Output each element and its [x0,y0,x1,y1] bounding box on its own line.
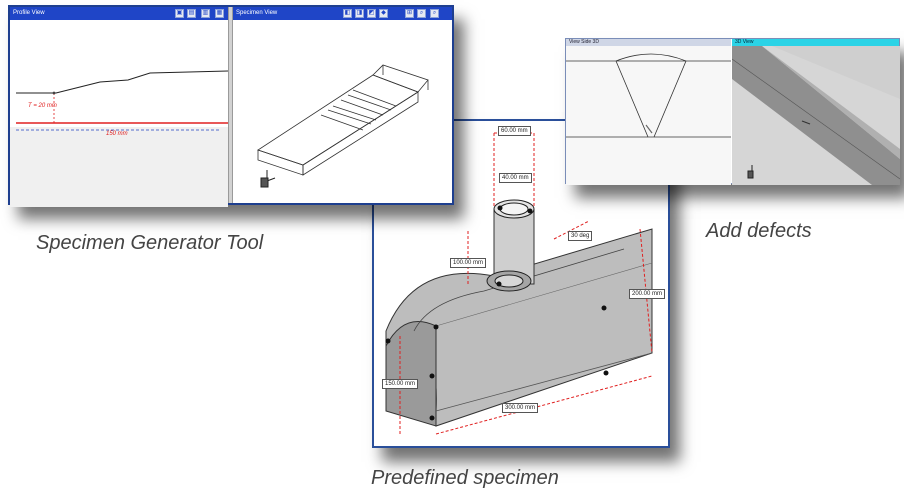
specimen-view-titlebar[interactable]: Specimen View [233,7,452,20]
thickness-label: T = 20 mm [28,103,57,109]
weld-cross-section [566,46,731,185]
profile-view-pane[interactable]: Profile View ▣ ▤ ▥ ▦ T = 20 mm 150 mm [10,7,228,207]
view-icon[interactable]: ◧ [343,9,352,18]
defects-3d-pane[interactable]: 3D View [732,39,900,185]
defects-3d-titlebar[interactable]: 3D View [732,39,899,46]
profile-drawing [10,70,228,207]
toolbar-icon[interactable]: ▤ [187,9,196,18]
toolbar-icon[interactable]: ▦ [215,9,224,18]
toolbar-icon[interactable]: ▥ [201,9,210,18]
profile-view-titlebar[interactable]: Profile View [10,7,228,20]
axes-icon[interactable]: ⊞ [405,9,414,18]
toolbar-icon[interactable]: ▣ [175,9,184,18]
dim-angle: 30 deg [568,231,593,241]
view-icon[interactable]: ◩ [367,9,376,18]
specimen-drawing [257,64,429,188]
dim-left-height: 150.00 mm [382,379,419,389]
view-icon[interactable]: ◨ [355,9,364,18]
pane-splitter[interactable] [228,7,233,203]
specimen-view-pane[interactable]: Specimen View ◧ ◨ ◩ ◆ ⊞ ⌕ ⌕ [233,7,452,203]
defect-3d-drawing [732,46,900,185]
zoom-icon[interactable]: ⌕ [430,9,439,18]
generator-window: Profile View ▣ ▤ ▥ ▦ T = 20 mm 150 mm Sp… [8,5,454,207]
dim-right-height: 200.00 mm [629,289,666,299]
zoom-icon[interactable]: ⌕ [417,9,426,18]
caption-defects: Add defects [706,220,812,242]
length-label: 150 mm [106,131,128,137]
predefined-specimen-drawing [385,132,653,435]
dim-length: 300.00 mm [502,403,539,413]
defects-window: View Side 3D 3D View [565,38,900,185]
dim-inner-diameter: 40.00 mm [499,173,532,183]
defects-side-titlebar[interactable]: View Side 3D [566,39,731,46]
defects-side-pane[interactable]: View Side 3D [566,39,731,185]
caption-generator: Specimen Generator Tool [36,232,264,254]
caption-predefined: Predefined specimen [371,467,559,489]
dim-nozzle-height: 100.00 mm [450,258,487,268]
dim-top-diameter: 60.00 mm [498,126,531,136]
view-icon[interactable]: ◆ [379,9,388,18]
